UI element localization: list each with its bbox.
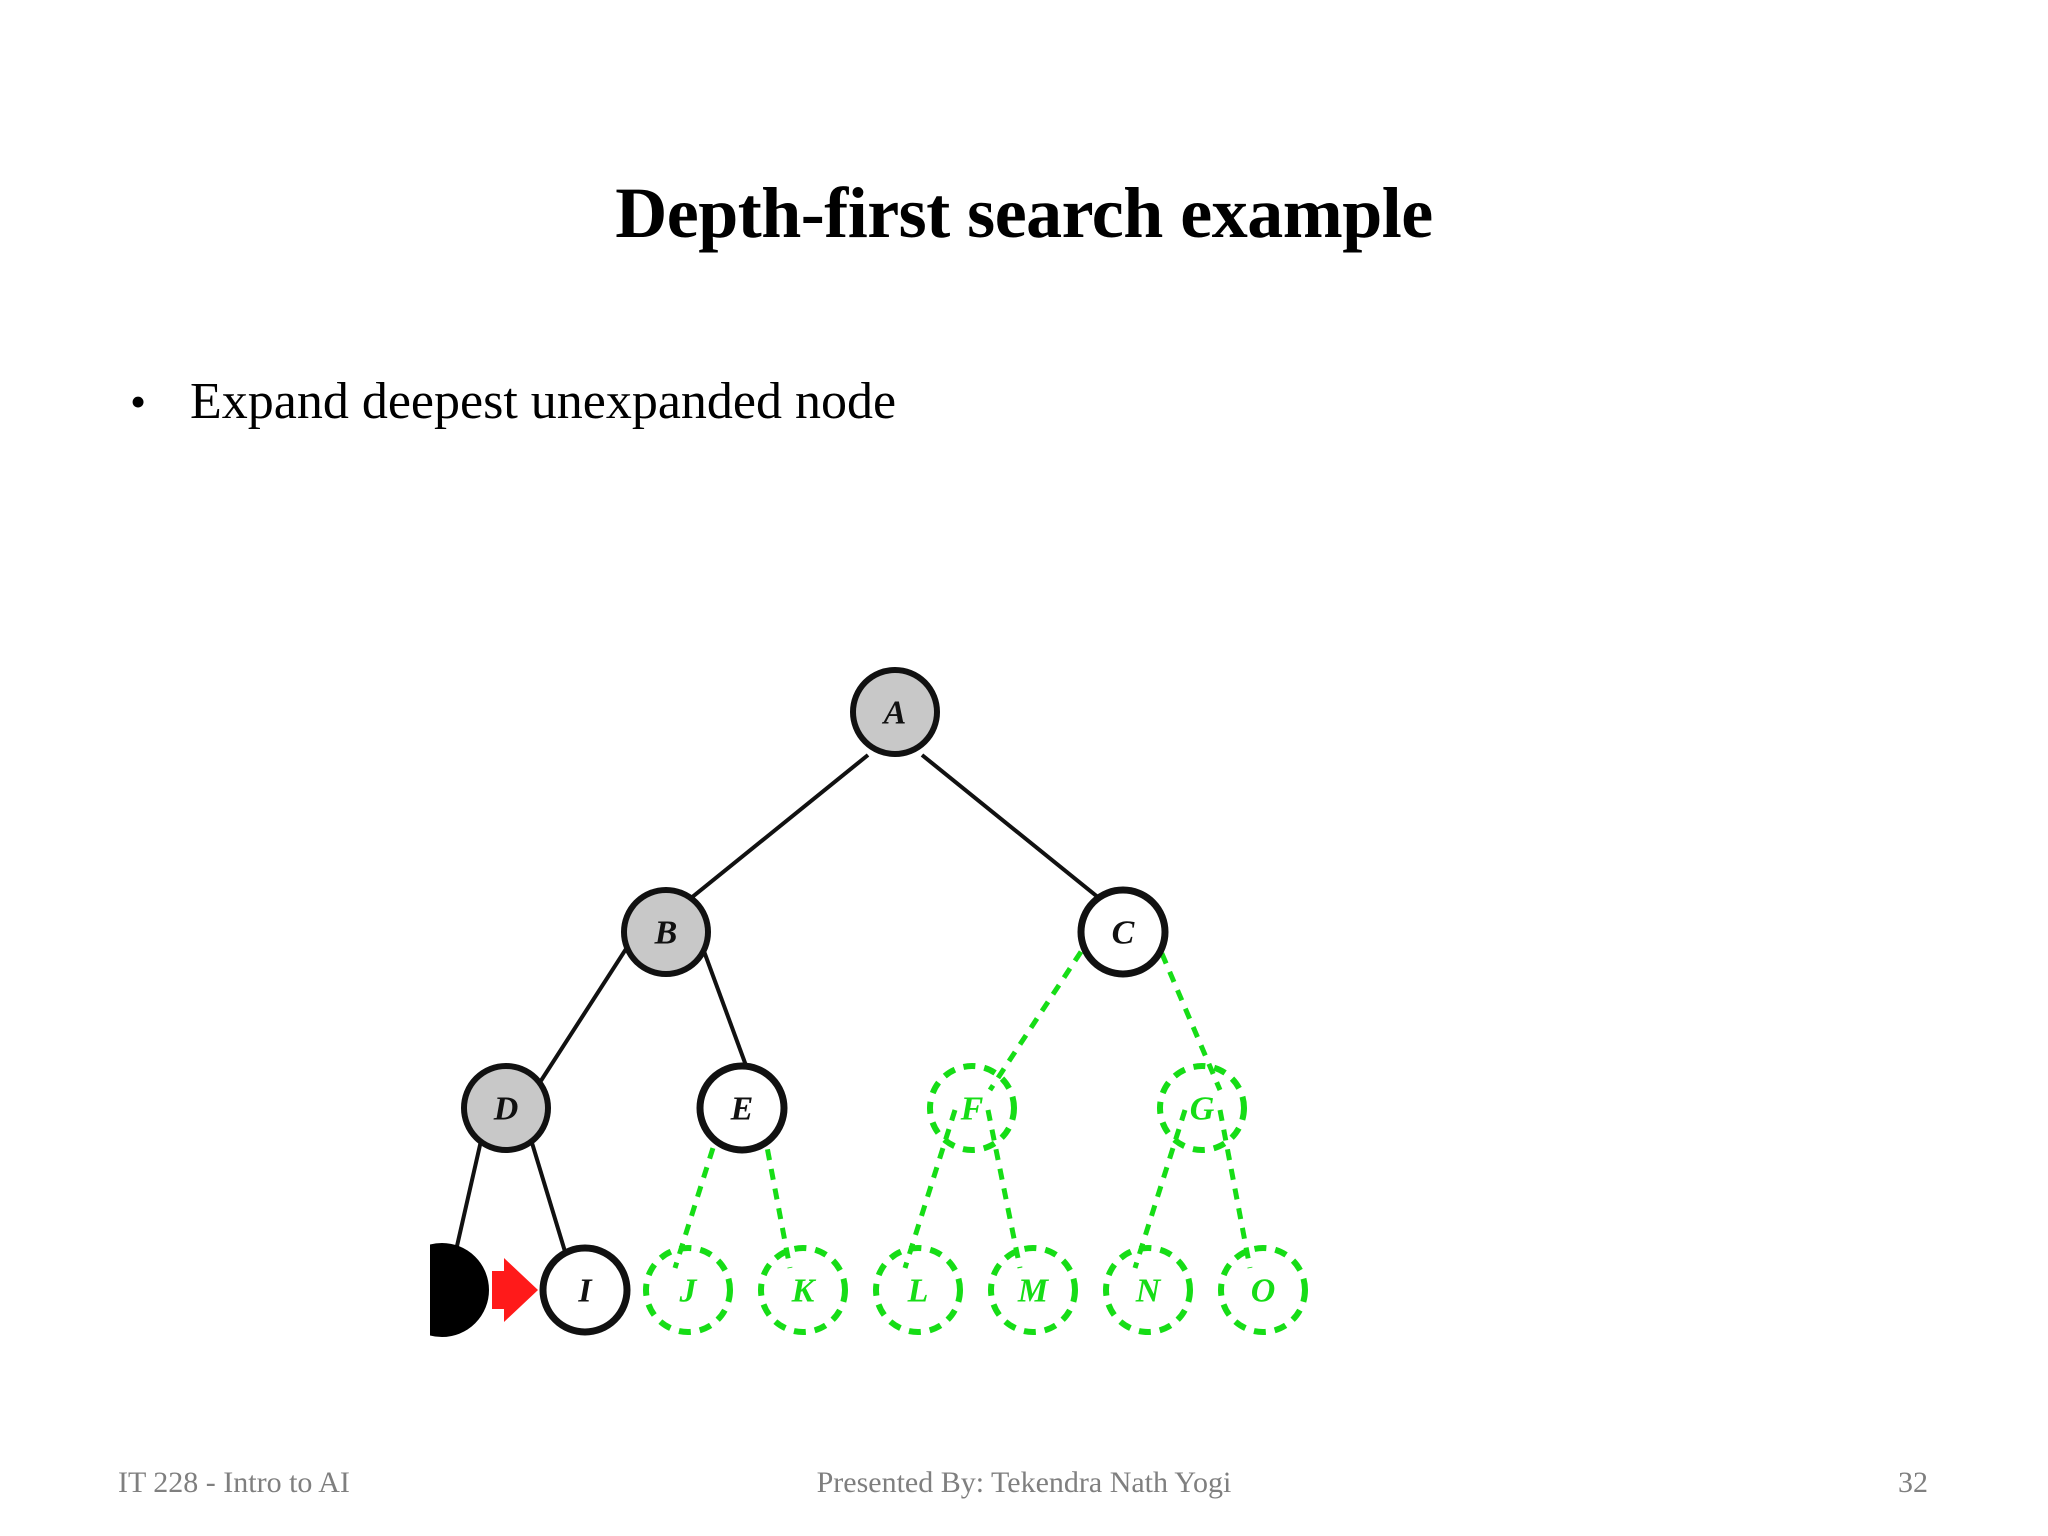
tree-node-d[interactable]: D: [461, 1063, 551, 1153]
node-d-circle: [461, 1063, 551, 1153]
tree-node-f[interactable]: F: [927, 1063, 1017, 1153]
edge-g-o: [1217, 1109, 1253, 1269]
node-a-circle: [850, 667, 940, 757]
node-a-label: A: [882, 695, 907, 732]
node-j-label: J: [679, 1273, 698, 1310]
tree-node-n[interactable]: N: [1103, 1245, 1193, 1335]
current-node-pointer-icon: [492, 1258, 538, 1322]
node-b-label: B: [654, 915, 678, 952]
list-item: • Expand deepest unexpanded node: [118, 370, 1818, 434]
slide-page-number: 32: [1898, 1466, 1928, 1499]
node-m-label: M: [1017, 1273, 1050, 1310]
tree-node-c[interactable]: C: [1077, 886, 1169, 978]
tree-node-o[interactable]: O: [1218, 1245, 1308, 1335]
node-g-label: G: [1190, 1091, 1215, 1128]
edge-c-f: [987, 933, 1095, 1092]
edge-g-n: [1132, 1109, 1188, 1269]
edge-a-b: [668, 753, 870, 917]
tree-node-e[interactable]: E: [696, 1062, 788, 1154]
edge-c-g: [1151, 934, 1223, 1091]
node-o-circle: [1218, 1245, 1308, 1335]
node-n-circle: [1103, 1245, 1193, 1335]
node-f-label: F: [960, 1091, 984, 1128]
node-c-circle: [1077, 886, 1169, 978]
edge-group-solid: [450, 753, 1122, 1269]
tree-node-h-current[interactable]: [430, 1243, 489, 1337]
node-n-label: N: [1135, 1273, 1162, 1310]
node-c-label: C: [1112, 915, 1135, 952]
tree-node-i[interactable]: I: [539, 1244, 631, 1336]
search-tree-diagram: A B C D E: [430, 640, 1680, 1400]
node-d-label: D: [493, 1091, 519, 1128]
edge-a-c: [920, 753, 1122, 917]
footer-presenter-label: Presented By: Tekendra Nath Yogi: [816, 1466, 1232, 1499]
slide-footer: IT 228 - Intro to AI Presented By: Teken…: [0, 1446, 2048, 1536]
tree-node-a[interactable]: A: [850, 667, 940, 757]
footer-course-label: IT 228 - Intro to AI: [118, 1466, 350, 1499]
tree-node-l[interactable]: L: [873, 1245, 963, 1335]
edge-f-l: [902, 1109, 958, 1269]
node-f-circle: [927, 1063, 1017, 1153]
node-b-circle: [621, 887, 711, 977]
tree-node-g[interactable]: G: [1157, 1063, 1247, 1153]
tree-node-b[interactable]: B: [621, 887, 711, 977]
node-m-circle: [988, 1245, 1078, 1335]
node-g-circle: [1157, 1063, 1247, 1153]
edge-f-m: [985, 1109, 1023, 1269]
bullet-list: • Expand deepest unexpanded node: [118, 370, 1818, 434]
node-l-label: L: [907, 1273, 929, 1310]
node-l-circle: [873, 1245, 963, 1335]
edge-b-d: [533, 933, 637, 1092]
tree-node-j[interactable]: J: [643, 1245, 733, 1335]
bullet-point-icon: •: [130, 376, 147, 427]
node-k-circle: [758, 1245, 848, 1335]
node-i-circle: [539, 1244, 631, 1336]
tree-node-m[interactable]: M: [988, 1245, 1078, 1335]
red-arrow-glyph: [492, 1258, 538, 1322]
node-h-circle: [430, 1243, 489, 1337]
node-k-label: K: [791, 1273, 817, 1310]
page-title: Depth-first search example: [615, 173, 1433, 254]
bullet-text: Expand deepest unexpanded node: [190, 373, 897, 430]
node-j-circle: [643, 1245, 733, 1335]
node-e-label: E: [730, 1091, 754, 1128]
node-o-label: O: [1251, 1273, 1276, 1310]
tree-svg: A B C D E: [430, 667, 1308, 1337]
node-i-label: I: [577, 1273, 593, 1310]
node-e-circle: [696, 1062, 788, 1154]
tree-node-k[interactable]: K: [758, 1245, 848, 1335]
